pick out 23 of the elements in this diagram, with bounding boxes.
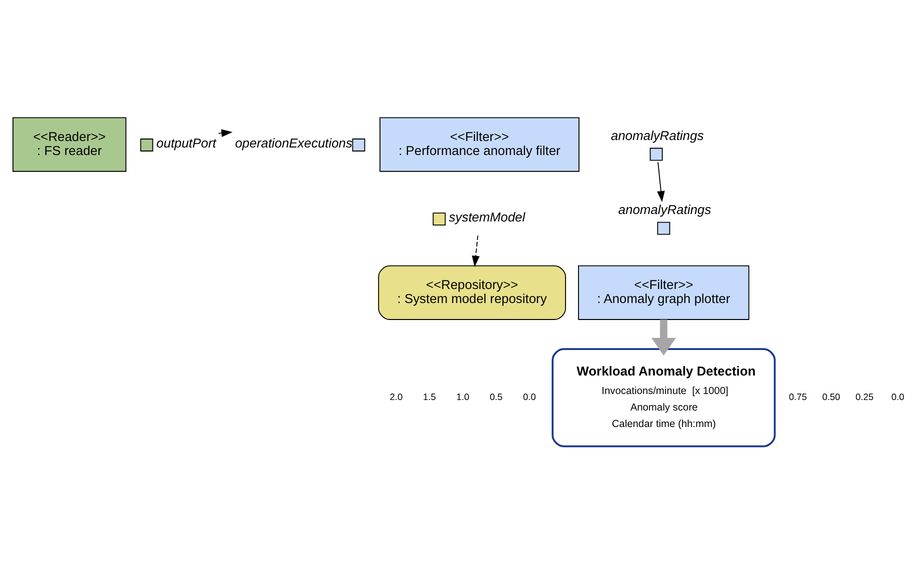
node-box: <<Repository>> : System model repository xyxy=(378,264,566,320)
node-box: Workload Anomaly Detection Invocations/minute [x 1000] Anomaly score Calendar time (hh:mm) xyxy=(552,348,776,447)
label: 0.0 xyxy=(523,392,536,402)
node-label: anomalyRatings xyxy=(610,128,704,143)
node-box: <<Filter>> : Performance anomaly filter xyxy=(380,116,580,172)
arrow xyxy=(657,161,665,202)
label: 0.5 xyxy=(490,392,503,402)
arrow xyxy=(651,319,676,355)
arrow xyxy=(472,234,480,266)
node-label: outputPort xyxy=(156,135,216,150)
node-label: anomalyRatings xyxy=(618,202,712,217)
node-label: operationExecutions xyxy=(235,135,352,150)
label: 0.25 xyxy=(856,392,874,402)
node-box: <<Filter>> : Anomaly graph plotter xyxy=(578,264,750,320)
label: 0.0 xyxy=(891,392,904,402)
label: 1.0 xyxy=(456,392,470,402)
label: 1.5 xyxy=(423,392,436,402)
label: 0.75 xyxy=(788,392,807,402)
node-box: <<Reader>> : FS reader xyxy=(12,116,126,172)
node-label: systemModel xyxy=(448,209,526,224)
arrow xyxy=(218,128,233,136)
label: 2.0 xyxy=(390,392,403,402)
label: 0.50 xyxy=(822,392,840,402)
